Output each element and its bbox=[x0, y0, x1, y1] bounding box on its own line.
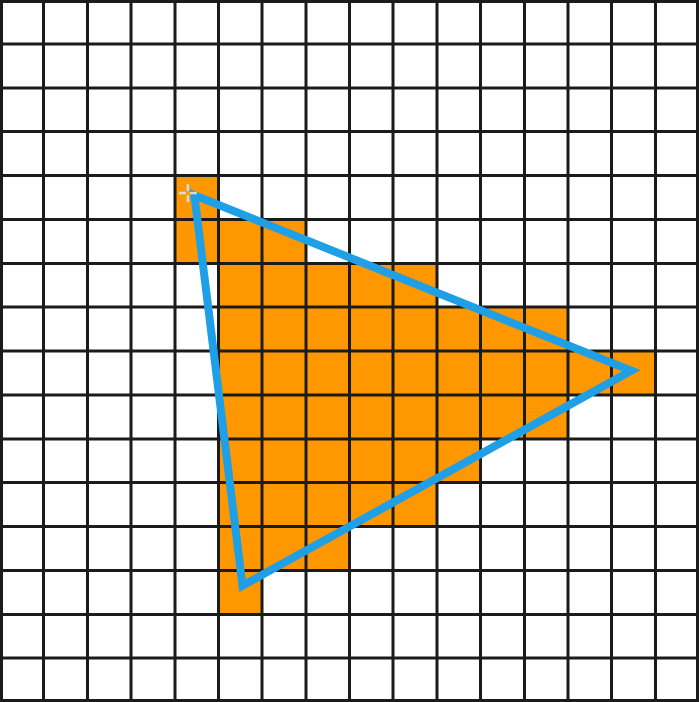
filled-pixel bbox=[218, 219, 263, 264]
filled-pixels bbox=[174, 175, 656, 615]
filled-pixel bbox=[349, 394, 394, 439]
filled-pixel bbox=[393, 438, 437, 483]
filled-pixel bbox=[305, 394, 350, 439]
crosshair-cursor-icon bbox=[178, 184, 197, 203]
filled-pixel bbox=[218, 351, 263, 395]
filled-pixel bbox=[393, 394, 437, 439]
filled-pixel bbox=[349, 438, 394, 483]
filled-pixel bbox=[218, 263, 263, 308]
filled-pixel bbox=[305, 307, 350, 352]
triangle-vertex-2[interactable] bbox=[627, 366, 636, 375]
filled-pixel bbox=[262, 482, 306, 527]
filled-pixel bbox=[305, 351, 350, 395]
filled-pixel bbox=[262, 438, 306, 483]
filled-pixel bbox=[305, 263, 350, 308]
filled-pixel bbox=[218, 307, 263, 352]
filled-pixel bbox=[480, 351, 525, 395]
filled-pixel bbox=[262, 307, 306, 352]
filled-pixel bbox=[349, 307, 394, 352]
triangle-vertex-3[interactable] bbox=[238, 581, 247, 590]
filled-pixel bbox=[305, 482, 350, 527]
filled-pixel bbox=[436, 394, 481, 439]
filled-pixel bbox=[262, 394, 306, 439]
filled-pixel bbox=[262, 351, 306, 395]
filled-pixel bbox=[393, 351, 437, 395]
filled-pixel bbox=[393, 307, 437, 352]
filled-pixel bbox=[349, 351, 394, 395]
filled-pixel bbox=[436, 307, 481, 352]
filled-pixel bbox=[218, 482, 263, 527]
triangle-outline bbox=[189, 188, 641, 593]
filled-pixel bbox=[262, 263, 306, 308]
filled-pixel bbox=[524, 351, 568, 395]
filled-pixel bbox=[436, 351, 481, 395]
filled-pixel bbox=[305, 438, 350, 483]
